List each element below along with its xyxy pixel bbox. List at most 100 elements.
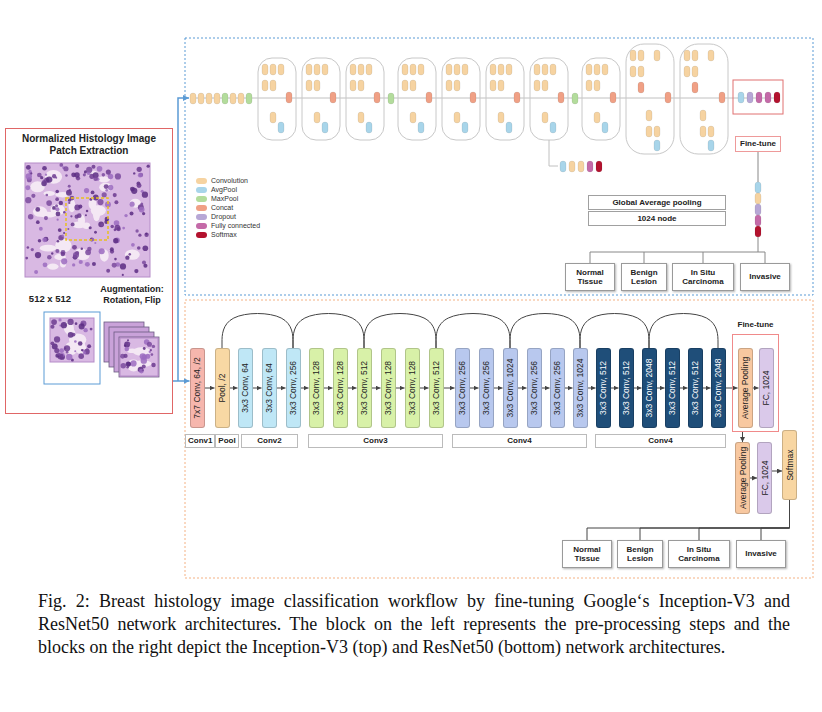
cell-nucleus [97, 199, 103, 205]
layer-bead [560, 161, 566, 172]
layer-bead [700, 126, 706, 137]
inception-module [398, 58, 436, 140]
cell-nucleus [137, 167, 142, 172]
legend-swatch [196, 232, 207, 238]
layer-bead [684, 66, 690, 77]
flow-arrow [420, 388, 429, 389]
stage-label: Conv1 [185, 434, 215, 448]
tissue-lumen [45, 170, 62, 184]
layer-bead [586, 64, 592, 75]
layer-label: 3x3 Conv, 64 [265, 363, 274, 412]
layer-bead [692, 66, 698, 77]
cell-nucleus [91, 191, 95, 195]
cell-nucleus [142, 369, 144, 371]
cell-nucleus [127, 339, 129, 341]
layer-label: 3x3 Conv, 256 [482, 361, 491, 415]
class-label: Normal Tissue [565, 545, 609, 563]
cell-nucleus [61, 258, 67, 264]
cell-nucleus [55, 197, 59, 201]
cell-nucleus [130, 212, 134, 216]
stage-label: Conv2 [241, 434, 298, 448]
class-box: Invasive [736, 540, 786, 568]
layer-label: 1024 node [589, 212, 725, 225]
cell-nucleus [45, 194, 48, 197]
inception-module [442, 58, 480, 140]
layer-bead [418, 122, 424, 133]
flow-arrow [205, 388, 215, 389]
layer-bead [446, 80, 452, 91]
layer-label: 3x3 Conv, 512 [691, 361, 700, 415]
patch-frame [44, 312, 100, 384]
stack-line [758, 152, 759, 182]
cell-nucleus [31, 248, 34, 251]
stage-label: Conv4 [452, 434, 587, 448]
cell-nucleus [133, 172, 135, 174]
class-label: Invasive [749, 272, 781, 281]
cell-nucleus [66, 351, 69, 354]
layer-bead [572, 93, 578, 104]
cell-nucleus [124, 214, 127, 217]
tissue-lumen [47, 263, 58, 269]
cell-nucleus [122, 227, 125, 230]
layer-bead [214, 93, 220, 104]
layer-bead [630, 50, 636, 61]
layer-label: 7x7 Conv, 64, /2 [193, 357, 202, 418]
finetune-region [733, 80, 783, 114]
cell-nucleus [85, 214, 87, 216]
cell-nucleus [117, 227, 121, 231]
class-label: In Situ Carcinoma [675, 268, 731, 286]
legend-row: MaxPool [196, 194, 260, 203]
cell-nucleus [143, 245, 149, 251]
aux-branch-line [549, 140, 558, 166]
layer-bead [755, 182, 761, 193]
cell-nucleus [89, 174, 94, 179]
class-box: Normal Tissue [565, 263, 615, 291]
patch-window [66, 198, 108, 240]
cell-nucleus [25, 197, 31, 203]
layer-bead [410, 80, 416, 91]
cell-nucleus [46, 200, 52, 206]
layer-block: 3x3 Conv, 256 [455, 348, 470, 428]
bracket-tick [703, 252, 704, 263]
finetune-box: Fine-tuneAverage PoolingFC, 1024 [732, 334, 779, 432]
cell-nucleus [143, 347, 146, 350]
step-label: 512 x 512 [14, 293, 86, 304]
layer-bead [418, 64, 424, 75]
layer-bead [206, 93, 212, 104]
cell-nucleus [45, 174, 47, 176]
cell-nucleus [81, 349, 83, 351]
layer-bead [630, 66, 636, 77]
skip-connection [222, 314, 293, 349]
legend-swatch [196, 205, 207, 211]
layer-label: 3x3 Conv, 64 [241, 363, 250, 412]
legend-row: Concat [196, 203, 260, 212]
layer-bead [374, 92, 380, 103]
stage-label: Pool [215, 434, 239, 448]
legend-swatch [196, 196, 207, 202]
inception-module [258, 58, 296, 140]
cell-nucleus [130, 360, 136, 366]
layer-bead [270, 112, 276, 123]
cell-nucleus [78, 353, 84, 359]
layer-bead [542, 112, 548, 123]
cell-nucleus [142, 364, 146, 368]
cell-nucleus [55, 207, 59, 211]
layer-label: 3x3 Conv, 1024 [506, 359, 515, 418]
cell-nucleus [83, 351, 86, 354]
cell-nucleus [83, 328, 87, 332]
cell-nucleus [85, 249, 91, 255]
cell-nucleus [98, 222, 104, 228]
legend-label: Convolution [211, 176, 248, 185]
layer-bead [700, 110, 706, 121]
layer-bead [330, 92, 336, 103]
cell-nucleus [151, 363, 155, 367]
cell-nucleus [90, 328, 93, 331]
layer-label: Pool, /2 [218, 374, 227, 403]
layer-bead [462, 122, 468, 133]
layer-label: 3x3 Conv, 128 [384, 361, 393, 415]
layer-bead [402, 80, 408, 91]
cell-nucleus [46, 176, 52, 182]
cell-nucleus [125, 255, 129, 259]
cell-nucleus [110, 247, 114, 251]
layer-bead [587, 161, 593, 172]
